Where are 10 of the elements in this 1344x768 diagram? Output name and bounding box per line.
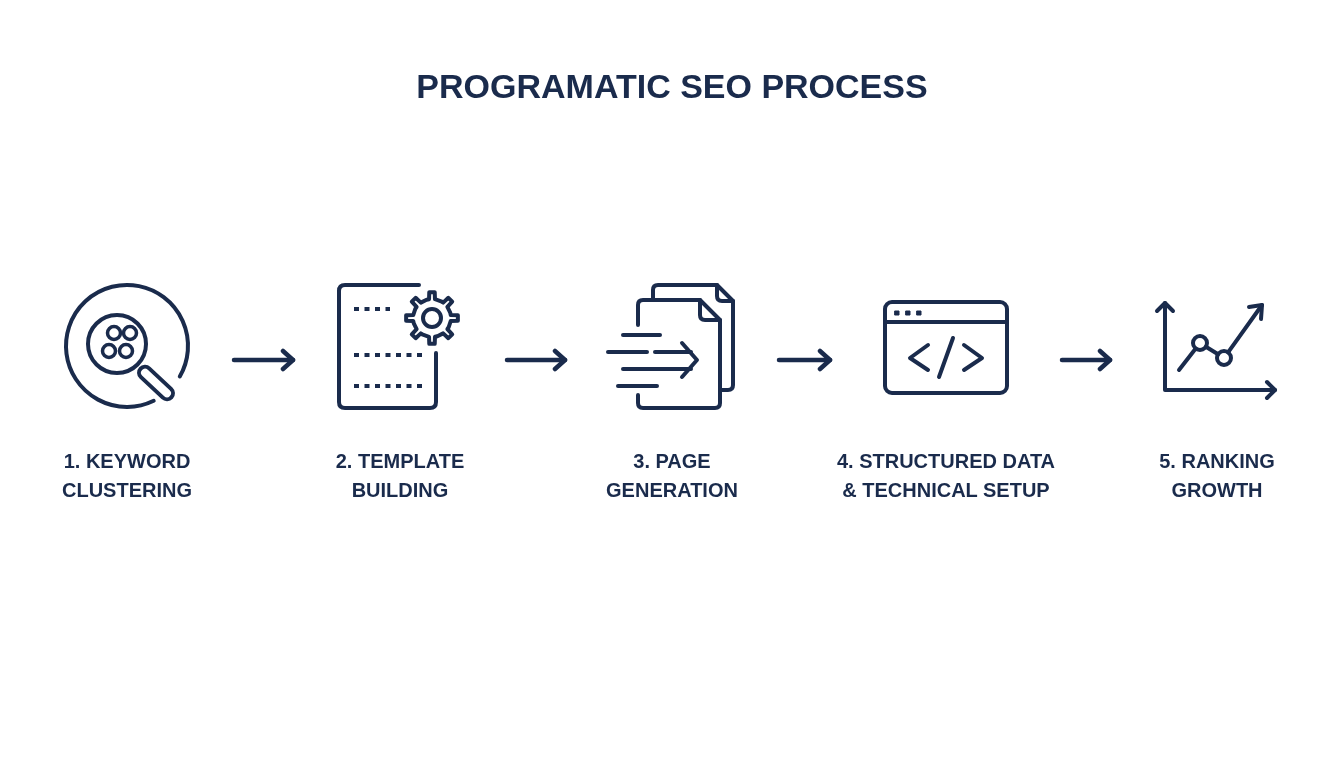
- arrow: [776, 348, 833, 372]
- diagram-title: PROGRAMATIC SEO PROCESS: [416, 66, 928, 106]
- arrow: [504, 348, 568, 372]
- step-label: 4. STRUCTURED DATA & TECHNICAL SETUP: [835, 449, 1057, 503]
- arrow: [231, 348, 296, 372]
- step-label: 3. PAGE GENERATION: [605, 449, 739, 503]
- step-label: 5. RANKING GROWTH: [1158, 449, 1276, 503]
- step-label: 1. KEYWORD CLUSTERING: [61, 449, 193, 503]
- step-label: 2. TEMPLATE BUILDING: [334, 449, 466, 503]
- arrow: [1059, 348, 1113, 372]
